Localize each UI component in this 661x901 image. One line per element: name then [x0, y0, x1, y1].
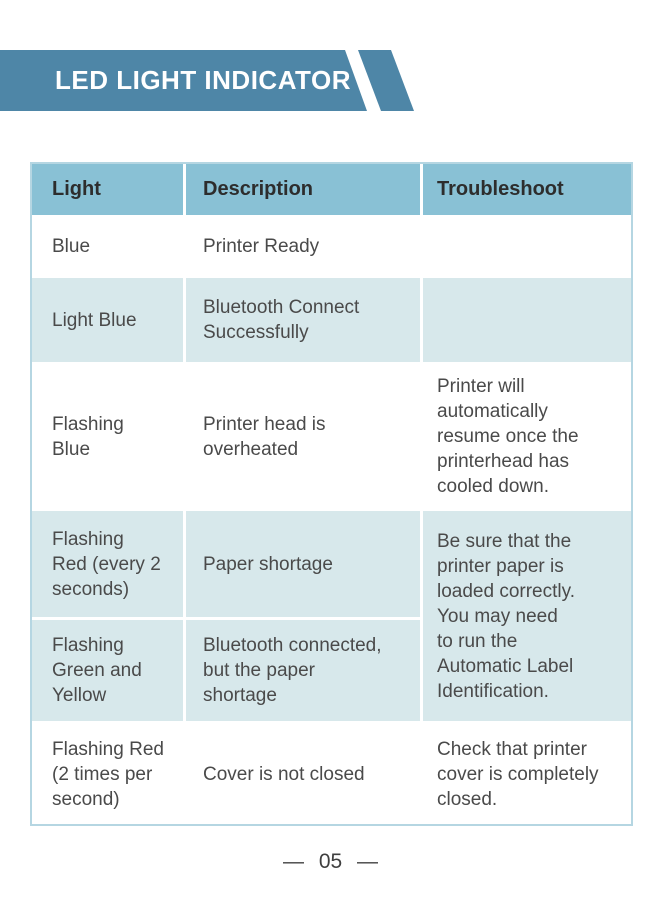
column-header-troubleshoot: Troubleshoot — [423, 164, 631, 218]
light-cell: Flashing Red (every 2 seconds) — [32, 511, 186, 620]
description-cell: Cover is not closed — [186, 724, 423, 824]
table-row: Blue Printer Ready — [32, 218, 631, 278]
troubleshoot-cell: Printer will automatically resume once t… — [423, 365, 631, 511]
table-row: Flashing Green and Yellow Bluetooth conn… — [32, 620, 631, 724]
description-cell: Bluetooth Connect Successfully — [186, 278, 423, 365]
table-header-row: Light Description Troubleshoot — [32, 164, 631, 218]
table-row: Flashing Red (2 times per second) Cover … — [32, 724, 631, 824]
banner-stripe-decoration — [358, 50, 414, 111]
light-cell: Flashing Blue — [32, 365, 186, 511]
column-header-light: Light — [32, 164, 186, 218]
troubleshoot-cell: Check that printer cover is completely c… — [423, 724, 631, 824]
description-cell: Printer Ready — [186, 218, 423, 278]
section-banner: LED LIGHT INDICATOR — [0, 50, 367, 111]
section-title: LED LIGHT INDICATOR — [55, 65, 351, 95]
led-indicator-table: Light Description Troubleshoot Blue Prin… — [30, 162, 633, 826]
column-header-description: Description — [186, 164, 423, 218]
troubleshoot-cell — [423, 218, 631, 278]
description-cell: Paper shortage — [186, 511, 423, 620]
page-number: — 05 — — [282, 850, 379, 873]
description-cell: Bluetooth connected, but the paper short… — [186, 620, 423, 724]
description-cell: Printer head is overheated — [186, 365, 423, 511]
light-cell: Flashing Red (2 times per second) — [32, 724, 186, 824]
table-row: Flashing Blue Printer head is overheated… — [32, 365, 631, 511]
table-row: Flashing Red (every 2 seconds) Paper sho… — [32, 511, 631, 724]
troubleshoot-cell — [423, 278, 631, 365]
light-cell: Blue — [32, 218, 186, 278]
troubleshoot-cell-merged: Be sure that the printer paper is loaded… — [423, 511, 631, 724]
light-cell: Flashing Green and Yellow — [32, 620, 186, 724]
light-cell: Light Blue — [32, 278, 186, 365]
table-row: Light Blue Bluetooth Connect Successfull… — [32, 278, 631, 365]
